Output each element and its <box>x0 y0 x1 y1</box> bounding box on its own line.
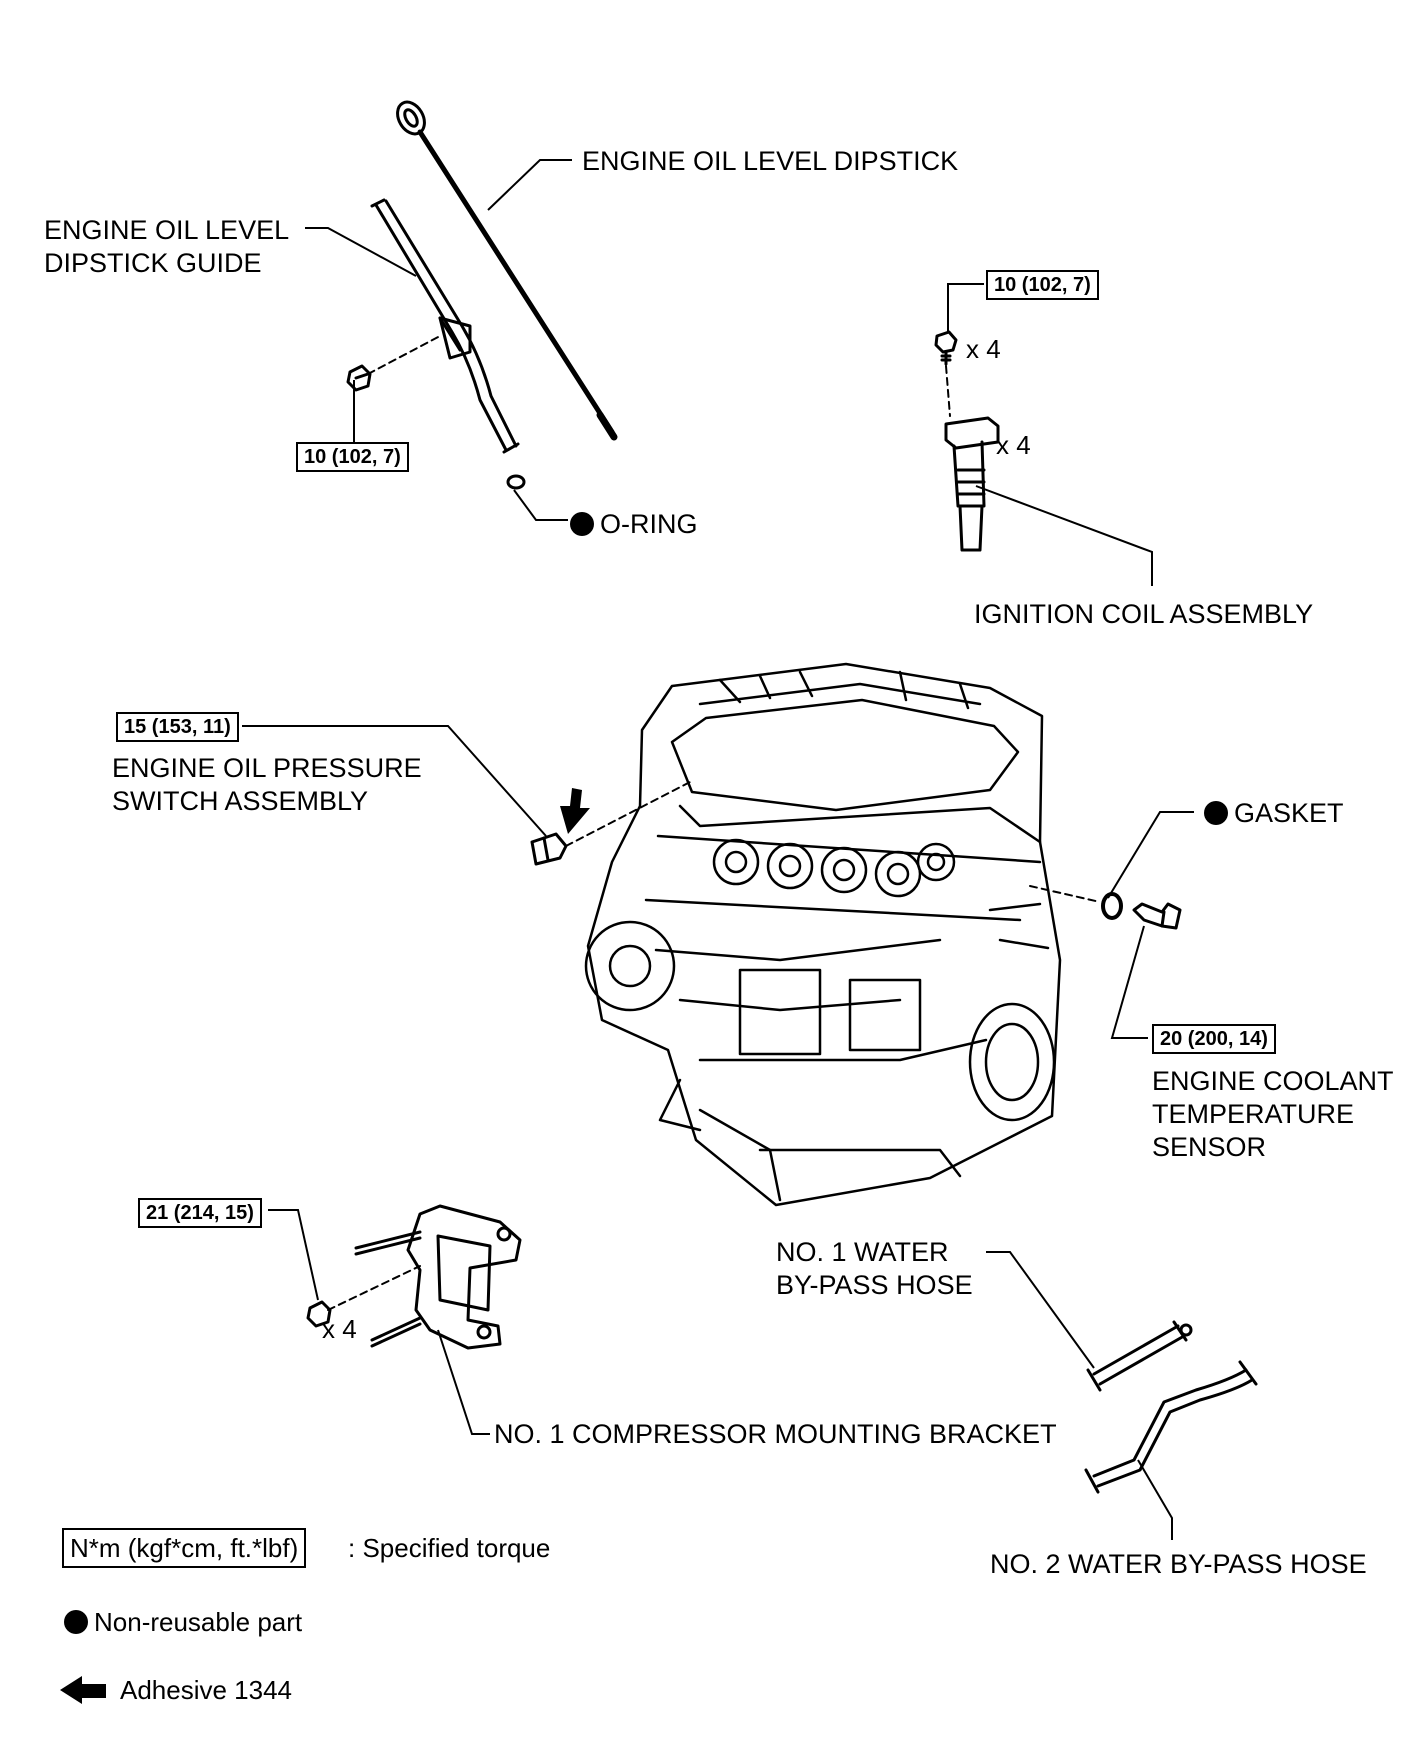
label-dipstick-guide-line1: ENGINE OIL LEVEL <box>44 215 290 245</box>
torque-guide-bolt: 10 (102, 7) <box>296 442 409 472</box>
label-coolant-sensor-line2: TEMPERATURE <box>1152 1099 1355 1129</box>
water-hose-1-drawing <box>1086 1320 1193 1392</box>
label-coolant-sensor-line3: SENSOR <box>1152 1132 1267 1162</box>
label-water-hose-2: NO. 2 WATER BY-PASS HOSE <box>990 1549 1367 1579</box>
label-oring: O-RING <box>570 508 698 541</box>
oring-text: O-RING <box>600 509 698 539</box>
coil-bolt-drawing <box>934 330 958 366</box>
dipstick-guide-drawing <box>370 198 520 454</box>
legend-nonreusable: Non-reusable part <box>64 1604 302 1640</box>
label-gasket: GASKET <box>1204 797 1344 830</box>
qty-bracket-bolt: x 4 <box>322 1314 357 1344</box>
qty-coil-bolt: x 4 <box>966 334 1001 364</box>
ignition-coil-drawing <box>944 416 1000 552</box>
label-pressure-switch-line1: ENGINE OIL PRESSURE <box>112 753 422 783</box>
water-hose-2-drawing <box>1084 1360 1258 1494</box>
label-compressor-bracket: NO. 1 COMPRESSOR MOUNTING BRACKET <box>494 1419 1057 1449</box>
torque-coolant-sensor: 20 (200, 14) <box>1152 1024 1276 1054</box>
label-dipstick: ENGINE OIL LEVEL DIPSTICK <box>582 146 959 176</box>
adhesive-arrow-icon <box>560 788 590 834</box>
gasket-drawing <box>1101 892 1123 920</box>
label-water-hose-1-line1: NO. 1 WATER <box>776 1237 949 1267</box>
dipstick-drawing <box>396 100 618 441</box>
label-coolant-sensor-line1: ENGINE COOLANT <box>1152 1066 1394 1096</box>
nonreusable-dot-icon <box>1204 801 1228 825</box>
legend-adhesive-arrow-icon <box>60 1676 106 1704</box>
legend-torque-text: : Specified torque <box>348 1533 551 1563</box>
legend-nonreusable-text: Non-reusable part <box>94 1607 303 1637</box>
legend-adhesive: Adhesive 1344 <box>120 1675 293 1705</box>
guide-bolt-drawing <box>346 364 372 392</box>
coolant-sensor-drawing <box>1132 902 1182 930</box>
qty-coil: x 4 <box>996 430 1031 460</box>
label-ignition-coil: IGNITION COIL ASSEMBLY <box>974 599 1314 629</box>
bracket-bolt-drawing <box>306 1300 332 1328</box>
engine-block-drawing <box>584 662 1062 1207</box>
torque-pressure-switch: 15 (153, 11) <box>116 712 239 742</box>
torque-coil-bolt: 10 (102, 7) <box>986 270 1099 300</box>
oil-pressure-switch-drawing <box>530 832 568 866</box>
label-water-hose-1-line2: BY-PASS HOSE <box>776 1270 973 1300</box>
oring-drawing <box>506 474 526 490</box>
label-pressure-switch-line2: SWITCH ASSEMBLY <box>112 786 369 816</box>
torque-bracket-bolt: 21 (214, 15) <box>138 1198 262 1228</box>
legend-dot-icon <box>64 1610 88 1634</box>
label-dipstick-guide-line2: DIPSTICK GUIDE <box>44 248 262 278</box>
nonreusable-dot-icon <box>570 512 594 536</box>
legend-torque-box: N*m (kgf*cm, ft.*lbf) <box>62 1528 307 1568</box>
gasket-text: GASKET <box>1234 798 1344 828</box>
compressor-bracket-drawing <box>354 1204 522 1350</box>
